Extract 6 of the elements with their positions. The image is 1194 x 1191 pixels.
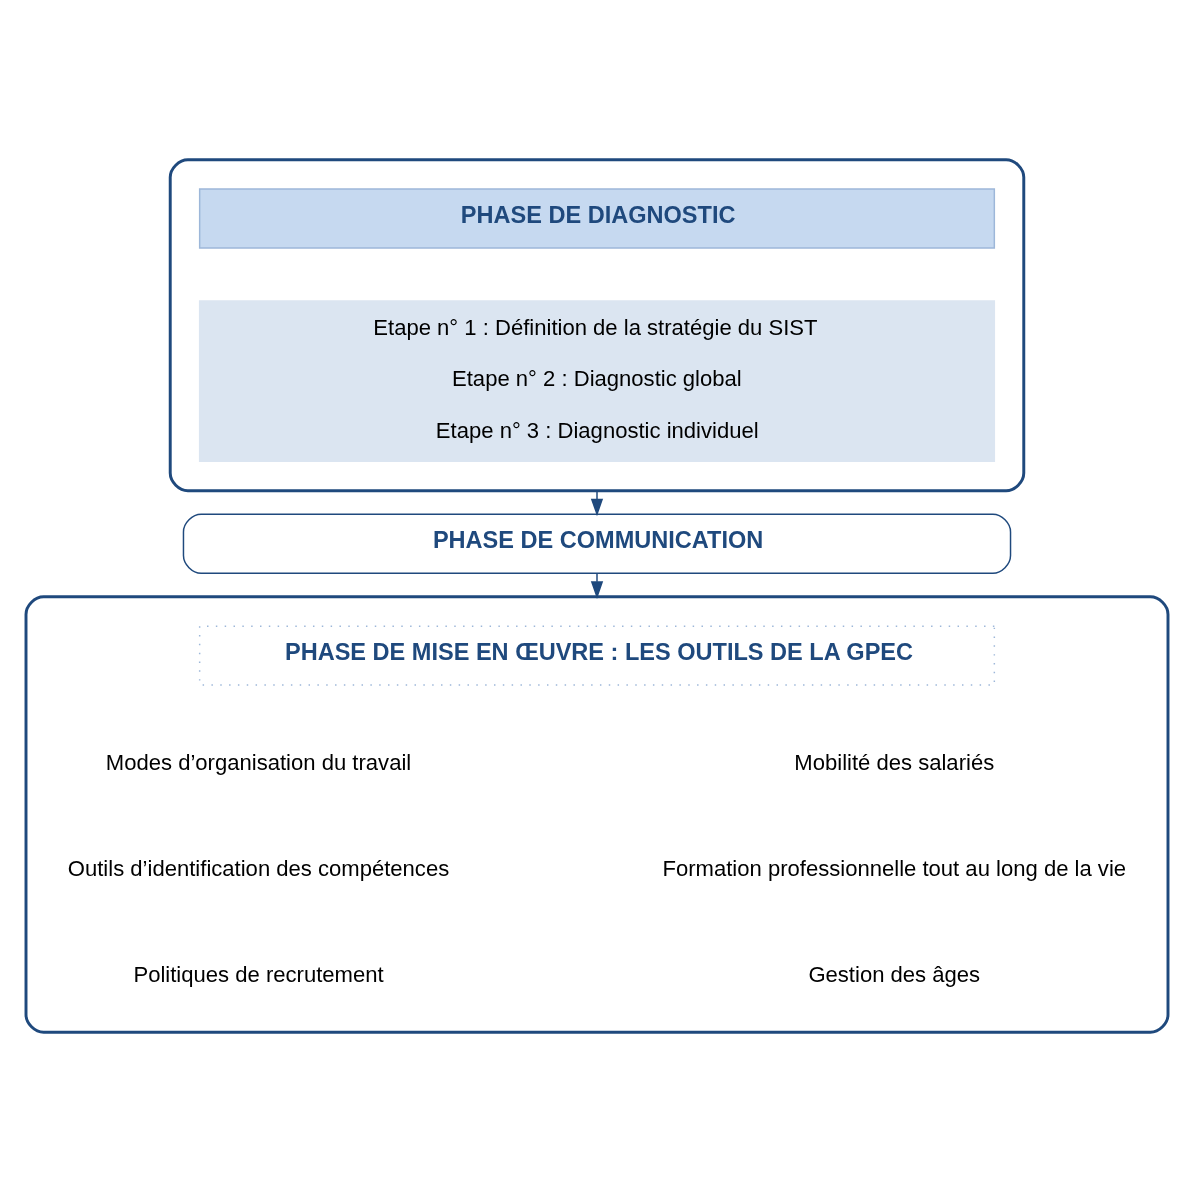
label: Mobilité des salariés — [794, 749, 995, 775]
label: Formation professionnelle tout au long de la vie — [662, 855, 1127, 881]
label: Gestion des âges — [808, 961, 981, 987]
label: Outils d’identification des compétences — [67, 855, 450, 881]
label: Modes d’organisation du travail — [105, 749, 412, 775]
label: Politiques de recrutement — [133, 961, 384, 987]
